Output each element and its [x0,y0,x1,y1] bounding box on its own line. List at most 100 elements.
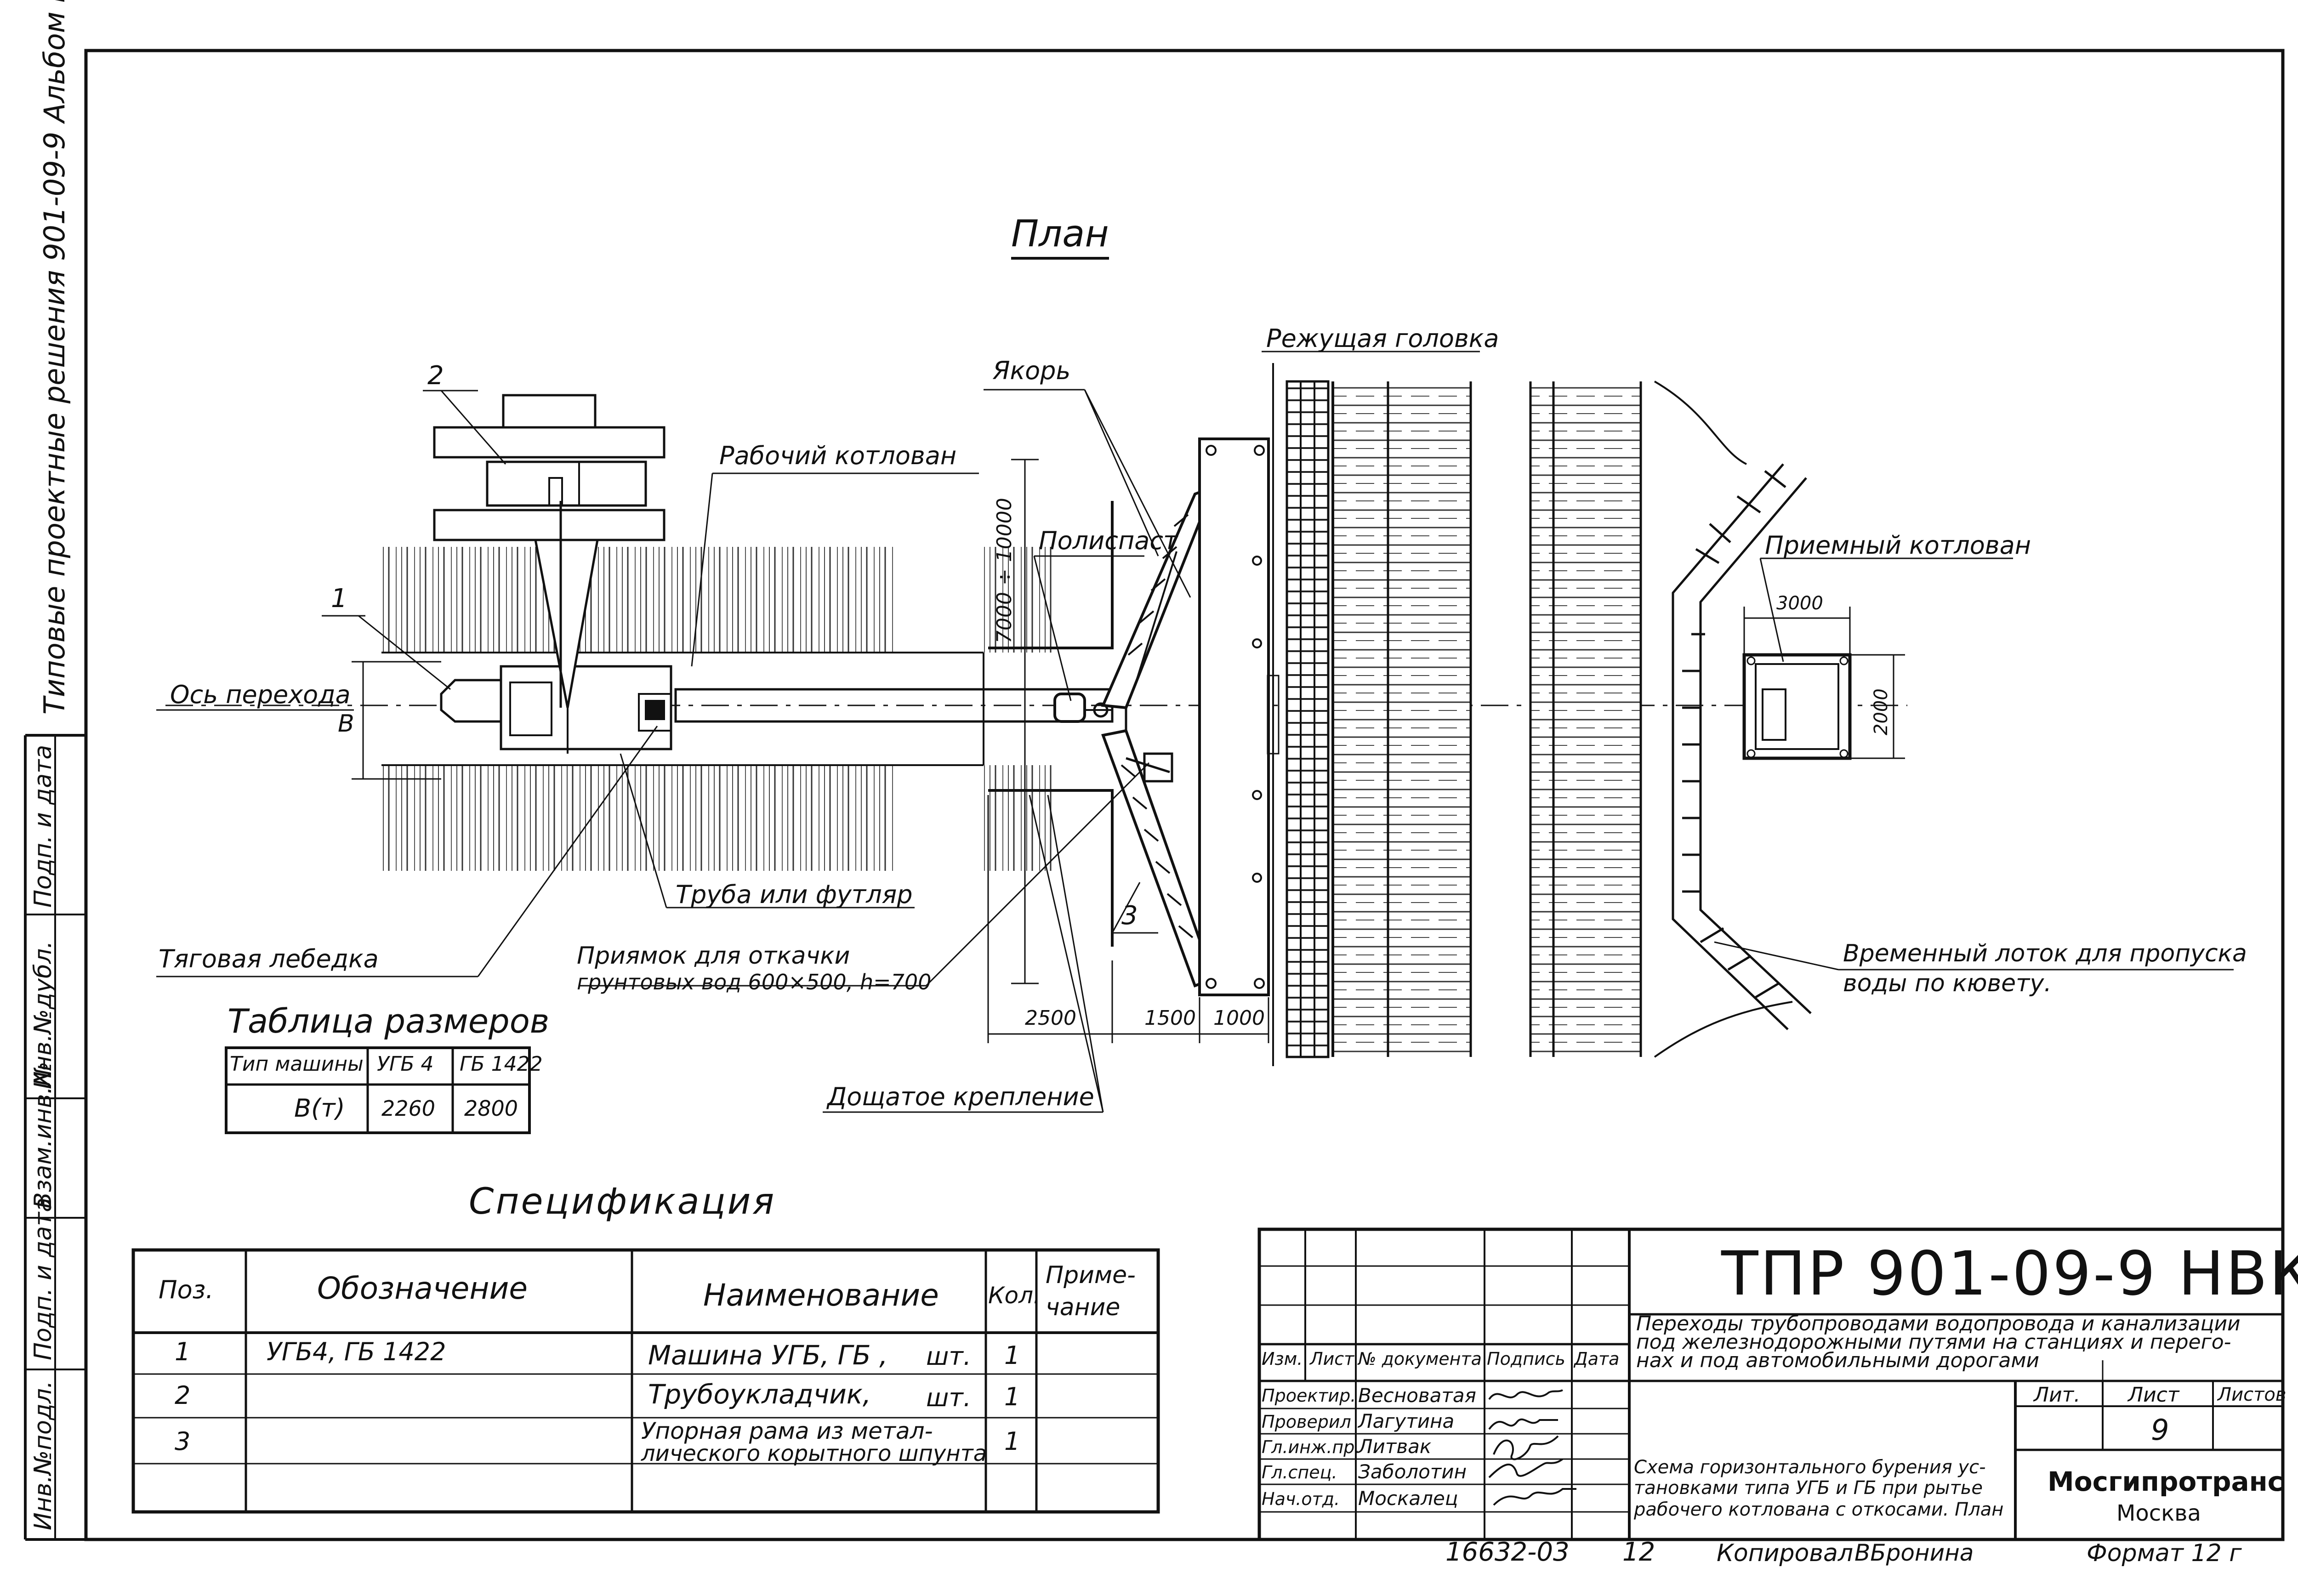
project-title-2: под железнодорожными путями на станциях … [1636,1330,2231,1354]
tb-col-date: Дата [1574,1349,1620,1369]
spec-row1-qty: 1 [1004,1341,1020,1370]
dim-2000: 2000 [1871,688,1892,735]
tb-name-checker: Лагутина [1358,1410,1455,1432]
spec-header-pos: Поз. [159,1275,214,1304]
signatures [1488,1389,1576,1506]
size-table-b-label: В(т) [294,1094,345,1123]
spec-row2-unit: шт. [926,1383,972,1412]
label-sump-line1: Приямок для откачки [577,942,850,970]
thrust-frame-upper [1101,484,1216,710]
label-item-2: 2 [427,361,444,391]
title-block-grid [1257,1227,2285,1541]
drawing-name-3: рабочего котлована с откосами. План [1634,1499,2004,1520]
footer-number: 12 [1622,1537,1655,1567]
pipelayer-counterweight [502,394,597,429]
tb-name-designer: Весноватая [1358,1384,1476,1407]
spec-header-note-2: чание [1046,1294,1121,1321]
dim-1000: 1000 [1213,1006,1265,1030]
plan-title: План [1011,212,1109,260]
size-table-ugb-value: 2260 [381,1096,436,1121]
project-title-3: нах и под автомобильными дорогами [1636,1349,2040,1372]
label-temp-tray-line1: Временный лоток для пропуска [1843,940,2247,967]
tb-role-designer: Проектир. [1262,1386,1356,1406]
anchor-teeth-upper [1121,514,1194,938]
spec-row1-designation: УГБ4, ГБ 1422 [267,1337,446,1366]
label-sump-line2: грунтовых вод 600×500, h=700 [577,970,932,994]
dimension-lines [352,459,1905,1043]
track-bed-1 [1333,381,1471,1057]
label-temp-tray-line2: воды по кювету. [1843,970,2052,997]
sheet-frame [24,49,2285,1541]
pit-slope-top-left [381,547,896,653]
embankment-edge [1654,381,1747,465]
tb-name-head-dept: Москалец [1358,1487,1458,1510]
tb-role-chief-eng: Гл.инж.пр. [1262,1437,1360,1457]
spec-row2-name: Трубоукладчик, [648,1379,871,1410]
label-pipe-or-casing: Труба или футляр [676,880,913,909]
tb-col-doc: № документа [1358,1349,1482,1369]
tb-role-chief-spec: Гл.спец. [1262,1462,1337,1482]
size-table-gb-value: 2800 [464,1096,518,1121]
spec-title: Спецификация [469,1181,776,1222]
tb-name-chief-eng: Литвак [1358,1435,1432,1458]
tb-sheet-header: Лист [2128,1383,2179,1407]
dim-3000: 3000 [1776,593,1823,614]
temporary-tray [1672,463,1812,1030]
dim-1500: 1500 [1144,1006,1196,1030]
size-table-title: Таблица размеров [228,1002,550,1040]
stamp-label-sign-date-2: Подп. и дата [29,744,57,908]
label-polyspast: Полиспаст [1039,526,1178,555]
dim-2500: 2500 [1025,1006,1076,1030]
spec-header-designation: Обозначение [317,1271,528,1306]
spec-row1-name: Машина УГБ, ГБ , [648,1340,888,1371]
label-item-3: 3 [1121,901,1138,931]
organization-city: Москва [2116,1500,2201,1526]
leader-lines [156,351,2234,1113]
project-title-1: Переходы трубопроводами водопровода и ка… [1636,1312,2241,1335]
spec-table-grid [131,1248,1160,1514]
label-item-1: 1 [331,584,347,613]
tb-col-izm: Изм. [1262,1349,1303,1369]
organization-name: Мосгипротранс [2048,1466,2284,1497]
thrust-plate [1198,437,1270,996]
label-plank-fastening: Дощатое крепление [827,1082,1094,1111]
spec-row1-unit: шт. [926,1342,972,1371]
tb-lit-header: Лит. [2034,1383,2081,1407]
drilling-machine [440,679,502,723]
railway-track-1-sleepers [1286,380,1330,1058]
stamp-label-sign-date-1: Подп. и дата [29,1197,57,1360]
spec-header-name: Наименование [703,1278,939,1313]
label-cutting-head: Режущая головка [1266,324,1499,353]
label-receiving-pit: Приемный котлован [1765,531,2031,560]
stamp-label-inv-orig: Инв.№подл. [29,1380,57,1530]
spec-row3-name-1: Упорная рама из метал- [641,1418,933,1444]
spec-header-qty: Кол. [988,1282,1041,1309]
stamp-label-inv-dup: Инв.№дубл. [29,941,57,1089]
pit-slope-bottom-right [984,765,1057,871]
tb-col-sign: Подпись [1487,1349,1565,1369]
spec-row3-pos: 3 [175,1427,191,1456]
footer-format: Формат 12 г [2087,1539,2242,1567]
spec-row2-pos: 2 [175,1381,191,1410]
tb-role-head-dept: Нач.отд. [1262,1489,1340,1509]
spec-row3-name-2: лического корытного шпунта [641,1441,987,1466]
track-bed-2 [1530,381,1641,1057]
label-anchor: Якорь [993,356,1071,385]
plan-drawing [156,351,2234,1113]
album-vertical-text: Типовые проектные решения 901-09-9 Альбо… [38,0,71,715]
tb-role-checker: Проверил [1262,1412,1351,1432]
label-traction-winch: Тяговая лебедка [159,944,379,973]
spec-header-note-1: Приме- [1046,1261,1136,1289]
drawing-name-1: Схема горизонтального бурения ус- [1634,1457,1986,1478]
footer-inventory-no: 16632-03 [1445,1537,1570,1567]
drawing-code: ТПР 901-09-9 НВК [1721,1238,2298,1309]
label-b: В [338,710,354,738]
drawing-name-2: тановками типа УГБ и ГБ при рытье [1634,1477,1983,1499]
spec-row2-qty: 1 [1004,1382,1020,1411]
size-table-header-type: Тип машины [230,1052,364,1076]
tb-sheet-number: 9 [2151,1413,2169,1447]
receiving-pit [1742,653,1852,760]
pit-slope-bottom-left [381,765,896,871]
spec-row3-qty: 1 [1004,1427,1020,1456]
dim-7000-10000: 7000 ÷ 10000 [993,498,1016,643]
